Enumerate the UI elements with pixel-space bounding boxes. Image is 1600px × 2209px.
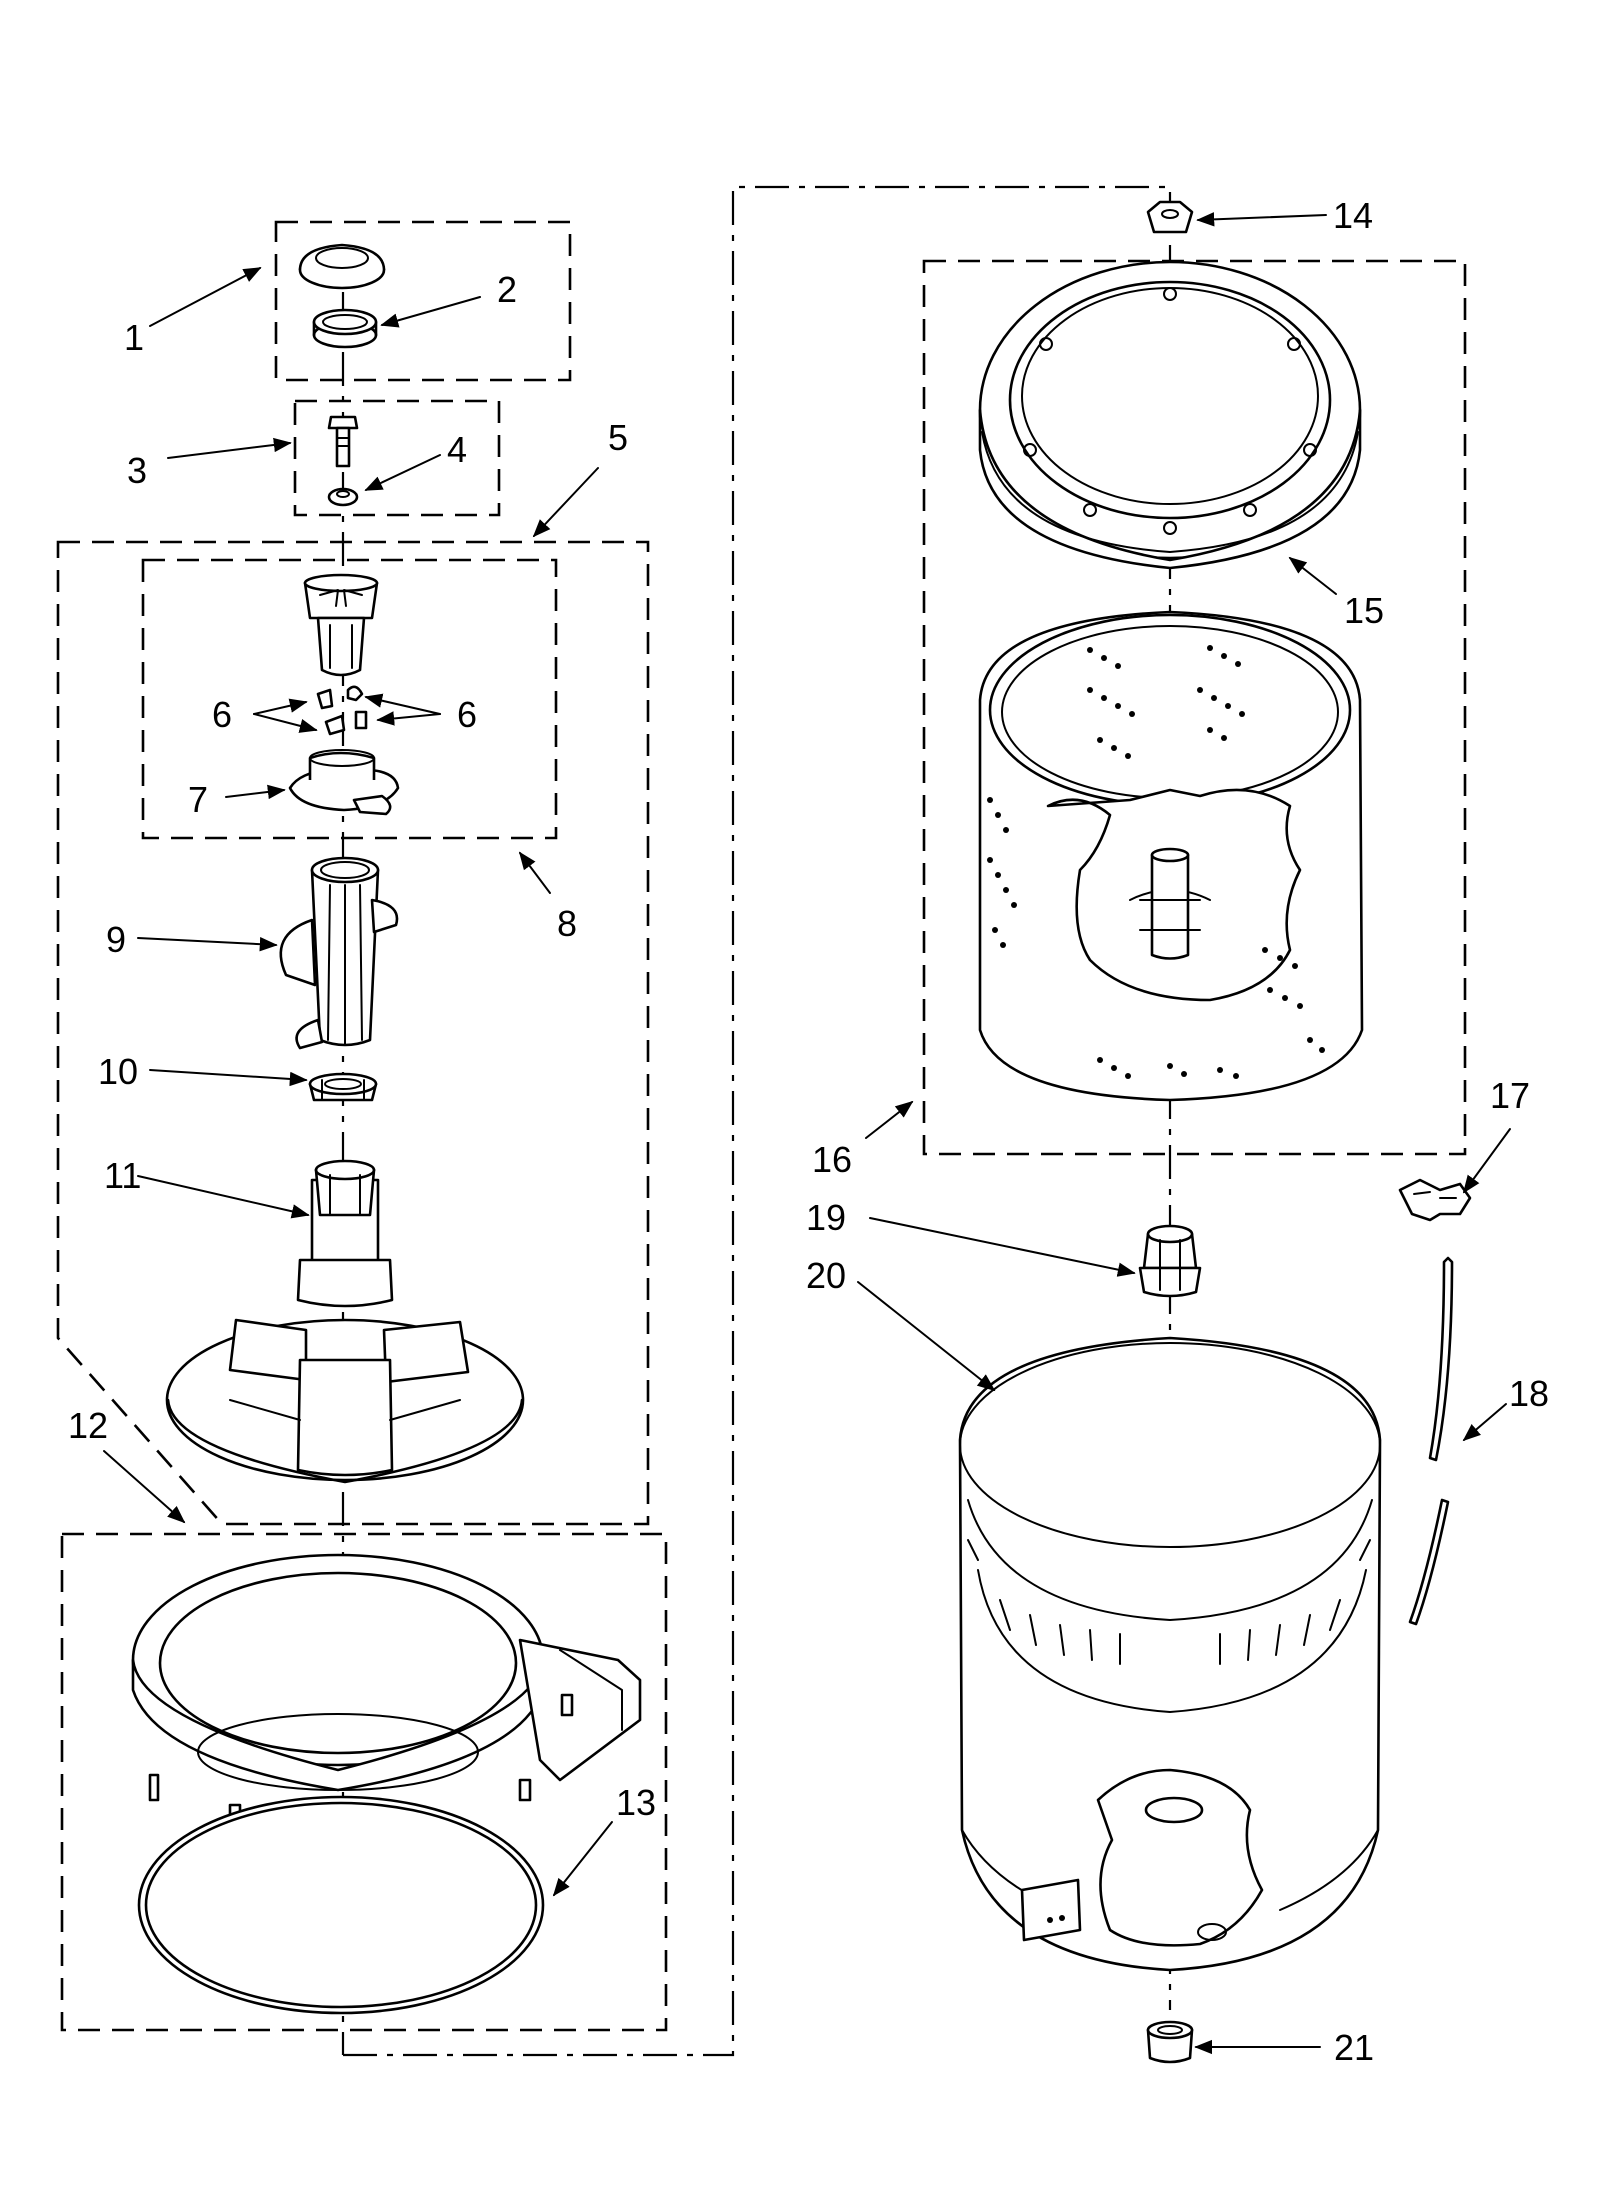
group-box-agitator-assembly [56,540,650,1526]
agitator-cap [298,243,386,290]
tub-ring [131,1553,642,1844]
callout-16: 16 [812,1139,852,1180]
callout-6-left: 6 [212,694,232,735]
agitator-bolt [327,415,359,468]
agitator-auger [279,856,399,1050]
agitator-dogs [316,685,368,736]
callout-19: 19 [806,1197,846,1238]
basket-nut [1146,200,1194,234]
basket-perforations [987,645,1325,1079]
drive-hub [1138,1224,1202,1298]
group-box-bolt-assembly [293,399,501,517]
cap-seal-ring [312,308,378,349]
group-box-cap-assembly [274,220,572,382]
group-box-cam-assembly [141,558,558,840]
callout-7: 7 [188,779,208,820]
callout-2: 2 [497,269,517,310]
callout-9: 9 [106,919,126,960]
callout-4: 4 [447,429,467,470]
callout-labels: 1 2 3 4 5 6 6 7 8 9 10 11 12 13 14 15 16… [68,195,1549,2068]
hose-clamp [1398,1178,1472,1222]
agitator-base [165,1159,525,1484]
callout-13: 13 [616,1782,656,1823]
callout-12: 12 [68,1405,108,1446]
group-box-basket-assembly [922,259,1467,1156]
drain-hose [1408,1256,1454,1626]
callout-20: 20 [806,1255,846,1296]
callout-3: 3 [127,450,147,491]
spin-basket [978,610,1364,1102]
callout-17: 17 [1490,1075,1530,1116]
callout-10: 10 [98,1051,138,1092]
drain-plug [1146,2020,1194,2064]
group-box-tub-ring [60,1532,668,2032]
callout-5: 5 [608,417,628,458]
drive-bell [308,1072,378,1102]
callout-6-right: 6 [457,694,477,735]
outer-tub [958,1336,1382,1972]
bolt-washer [327,487,359,507]
callout-8: 8 [557,903,577,944]
callout-15: 15 [1344,590,1384,631]
cam-driver [288,749,400,816]
callout-1: 1 [124,317,144,358]
callout-11: 11 [104,1155,141,1196]
leader-arrows [103,212,1511,2055]
tub-ring-seal [137,1795,545,2015]
agitator-cam [303,573,379,677]
callout-21: 21 [1334,2027,1374,2068]
callout-18: 18 [1509,1373,1549,1414]
balance-ring [978,260,1362,570]
callout-14: 14 [1333,195,1373,236]
